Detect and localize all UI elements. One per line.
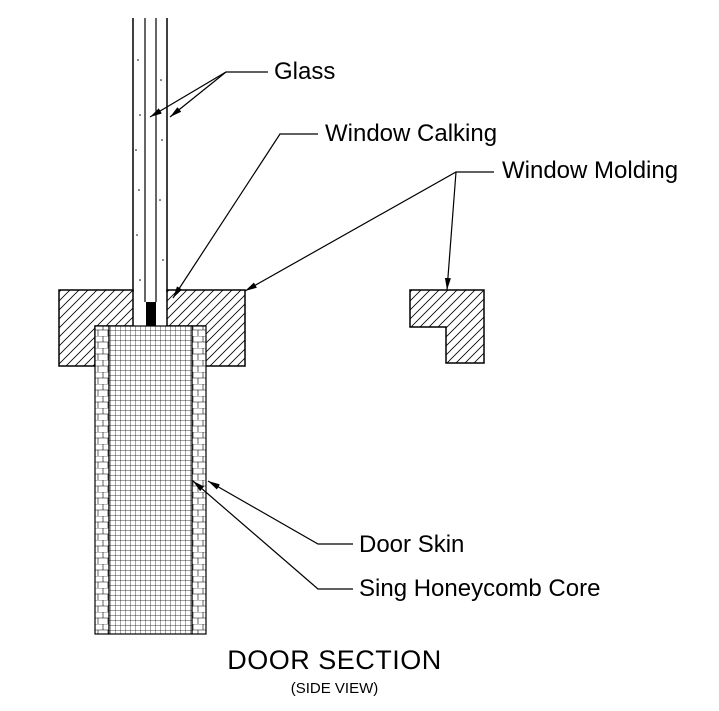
honeycomb-core-label: Sing Honeycomb Core xyxy=(359,575,601,602)
glass-panes xyxy=(132,18,168,302)
core-leader xyxy=(192,480,353,590)
window-molding-label: Window Molding xyxy=(502,157,679,184)
calking-leader xyxy=(172,133,318,299)
glass-leader-2 xyxy=(169,71,227,118)
molding-leader-1 xyxy=(244,171,494,292)
drawing-subtitle: (SIDE VIEW) xyxy=(290,680,379,697)
door-skin-left xyxy=(94,325,110,635)
drawing-title: DOOR SECTION xyxy=(227,645,442,675)
glass-label: Glass xyxy=(274,58,336,85)
leader-lines xyxy=(149,71,494,590)
honeycomb-core xyxy=(108,325,193,635)
door-skin-label: Door Skin xyxy=(359,531,465,558)
molding-profile xyxy=(409,289,485,364)
window-calking-block xyxy=(146,302,156,327)
window-calking-label: Window Calking xyxy=(325,120,498,147)
door-skin-leader xyxy=(207,480,353,545)
molding-leader-2 xyxy=(444,171,457,291)
door-skin-right xyxy=(191,325,207,635)
